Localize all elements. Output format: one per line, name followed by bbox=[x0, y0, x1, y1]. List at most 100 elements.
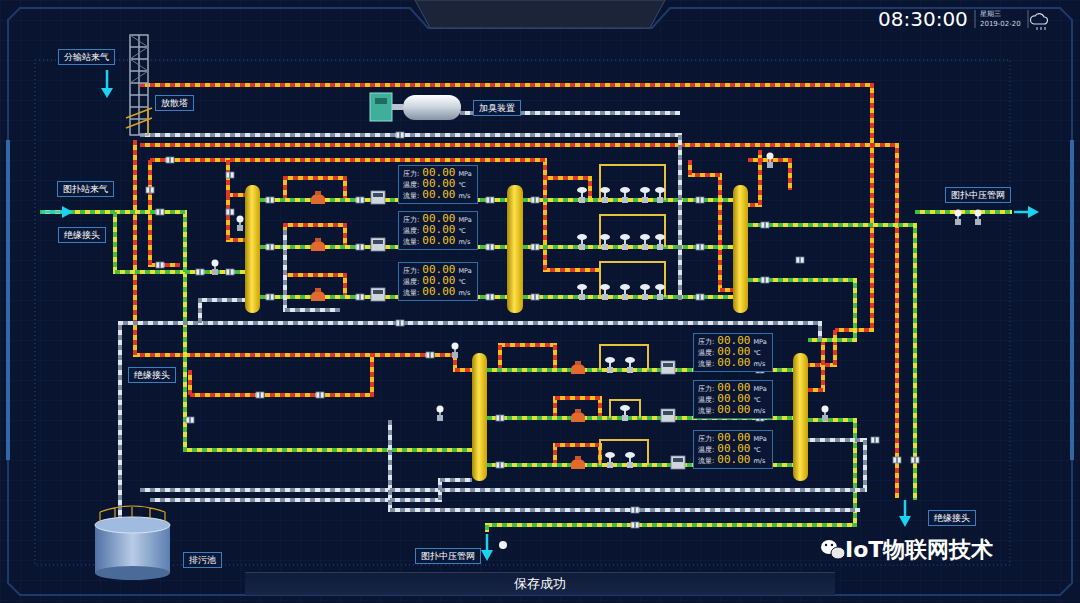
flange bbox=[266, 244, 274, 250]
frame-accent bbox=[8, 140, 1072, 460]
pressure-regulator bbox=[600, 187, 610, 203]
equipment-tag: 放散塔 bbox=[155, 95, 194, 111]
label-text: 绝缘接头 bbox=[134, 370, 170, 380]
field-name: 流量: bbox=[698, 360, 714, 369]
label-text: 排污池 bbox=[189, 555, 216, 565]
field-unit: ℃ bbox=[458, 278, 471, 287]
flange bbox=[266, 294, 274, 300]
flange bbox=[696, 244, 704, 250]
flange bbox=[911, 457, 919, 463]
header-manifold bbox=[472, 353, 487, 481]
header-manifold bbox=[245, 185, 260, 313]
flange bbox=[316, 392, 324, 398]
reading-panel: 压力:00.00MPa温度:00.00℃流量:00.00m/s bbox=[398, 262, 478, 301]
flange bbox=[256, 392, 264, 398]
pipe-red bbox=[135, 85, 897, 498]
pump bbox=[571, 409, 585, 422]
field-value: 00.00 bbox=[422, 225, 455, 234]
date: 2019-02-20 bbox=[980, 20, 1021, 28]
flow-meter bbox=[371, 191, 385, 204]
field-unit: MPa bbox=[458, 216, 471, 225]
sewage-tank bbox=[95, 566, 170, 580]
odorizer bbox=[375, 98, 387, 104]
field-unit: ℃ bbox=[753, 349, 766, 358]
pressure-regulator bbox=[620, 284, 630, 300]
label-text: 图扑站来气 bbox=[63, 184, 108, 194]
inlet-arrow bbox=[899, 516, 911, 527]
reading-panel: 压力:00.00MPa温度:00.00℃流量:00.00m/s bbox=[693, 333, 773, 372]
regulator-loop bbox=[600, 165, 665, 200]
valve bbox=[212, 260, 219, 276]
flange bbox=[871, 437, 879, 443]
flange bbox=[196, 269, 204, 275]
field-value: 00.00 bbox=[422, 265, 455, 274]
flange bbox=[186, 417, 194, 423]
pressure-regulator bbox=[577, 187, 665, 468]
pressure-regulator bbox=[605, 452, 615, 468]
valve bbox=[955, 210, 962, 226]
regulator-loop bbox=[600, 262, 665, 297]
flow-meter bbox=[661, 409, 675, 422]
header-manifold bbox=[733, 185, 748, 313]
valve bbox=[975, 210, 982, 226]
station-boundary bbox=[35, 60, 1010, 565]
flange bbox=[356, 294, 364, 300]
header-manifold bbox=[507, 185, 523, 313]
valve bbox=[822, 406, 829, 422]
inlet-arrow bbox=[62, 206, 73, 218]
inlet-arrow bbox=[486, 534, 489, 552]
field-unit: m/s bbox=[458, 192, 471, 201]
field-unit: MPa bbox=[753, 338, 766, 347]
field-unit: MPa bbox=[458, 170, 471, 179]
pipe-red bbox=[135, 85, 897, 498]
field-name: 流量: bbox=[403, 192, 419, 201]
wechat-icon bbox=[831, 544, 833, 546]
flow-meter bbox=[371, 238, 385, 251]
equipment-tag: 加臭装置 bbox=[473, 100, 521, 116]
flange bbox=[156, 262, 164, 268]
flow-meter bbox=[371, 288, 385, 301]
field-name: 压力: bbox=[403, 267, 419, 276]
field-unit: MPa bbox=[753, 435, 766, 444]
reading-panel: 压力:00.00MPa温度:00.00℃流量:00.00m/s bbox=[398, 165, 478, 204]
regulator-loop bbox=[600, 345, 648, 370]
flange bbox=[531, 244, 539, 250]
inlet-arrow bbox=[101, 88, 113, 98]
pump bbox=[311, 238, 325, 251]
field-name: 压力: bbox=[403, 216, 419, 225]
field-unit: m/s bbox=[753, 360, 766, 369]
weekday: 星期三 bbox=[980, 10, 1001, 18]
inlet-arrow bbox=[1028, 206, 1039, 218]
pressure-regulator bbox=[620, 187, 630, 203]
sewage-tank bbox=[95, 506, 170, 580]
watermark: IoT物联网技术 bbox=[845, 537, 993, 563]
flange bbox=[761, 277, 769, 283]
weather-icon bbox=[1030, 14, 1047, 30]
valve bbox=[237, 216, 244, 232]
field-value: 00.00 bbox=[422, 236, 455, 245]
field-value: 00.00 bbox=[422, 190, 455, 199]
field-name: 流量: bbox=[403, 238, 419, 247]
inlet-arrow bbox=[481, 550, 493, 561]
field-name: 流量: bbox=[403, 289, 419, 298]
label-text: 绝缘接头 bbox=[64, 230, 100, 240]
odorizer bbox=[403, 95, 461, 120]
field-unit: ℃ bbox=[458, 227, 471, 236]
pressure-regulator bbox=[625, 357, 635, 373]
label-text: 分输站来气 bbox=[64, 52, 109, 62]
field-name: 温度: bbox=[403, 278, 419, 287]
label-text: 图扑中压管网 bbox=[421, 551, 475, 561]
field-name: 压力: bbox=[698, 385, 714, 394]
pressure-regulator bbox=[625, 452, 635, 468]
pump bbox=[311, 191, 325, 204]
inlet-arrow bbox=[904, 500, 907, 518]
valve bbox=[437, 406, 444, 422]
flange bbox=[166, 157, 174, 163]
odorizer bbox=[370, 93, 392, 121]
pressure-regulator bbox=[655, 187, 665, 203]
flange bbox=[696, 294, 704, 300]
field-value: 00.00 bbox=[717, 455, 750, 464]
pump bbox=[571, 456, 585, 469]
flange bbox=[226, 172, 234, 178]
